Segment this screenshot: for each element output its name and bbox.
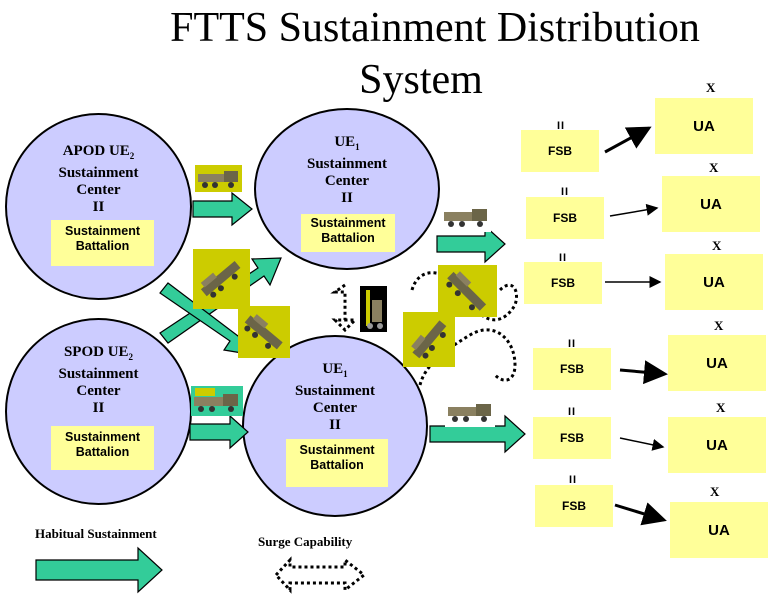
line-fsb5-ua5 (619, 437, 665, 451)
ua-box: UA (670, 502, 768, 558)
arrow-spod-to-ue1-bottom (189, 414, 249, 450)
ue1-top-line3: Center (324, 173, 370, 189)
ua-marker: X (716, 400, 726, 415)
fsb-box: FSB (535, 485, 613, 527)
legend-surge-arrow (273, 556, 367, 594)
line-fsb4-ua4 (619, 360, 668, 385)
ue1-top-line2: Sustainment (306, 156, 388, 172)
fsb-marker: II (568, 338, 577, 350)
ua-marker: X (712, 238, 722, 253)
fsb-box: FSB (524, 262, 602, 304)
ua-box: UA (668, 335, 766, 391)
ua-marker: X (709, 160, 719, 175)
fsb-marker: II (557, 120, 566, 132)
fsb-box: FSB (533, 348, 611, 390)
title-line-2: System (359, 57, 483, 103)
legend-habitual-label: Habitual Sustainment (35, 526, 157, 541)
apod-circle: APOD UE2 Sustainment Center II Sustainme… (5, 113, 192, 300)
apod-echelon: II (92, 199, 105, 215)
fsb-marker: II (561, 186, 570, 198)
fsb-box: FSB (526, 197, 604, 239)
line-fsb2-ua2 (609, 203, 659, 217)
spod-name: SPOD UE2 (63, 344, 134, 362)
spod-line3: Center (76, 383, 121, 399)
fsb-marker: II (569, 474, 578, 486)
ue1-bottom-line3: Center (312, 400, 358, 416)
heavy-transporter-icon (438, 265, 497, 317)
ua-box: UA (655, 98, 753, 154)
ue1-bottom-line2: Sustainment (294, 383, 376, 399)
apod-name: APOD UE2 (62, 143, 135, 161)
ua-marker: X (714, 318, 724, 333)
arrow-apod-to-ue1-top (192, 191, 253, 227)
truck-icon (195, 165, 242, 192)
ue1-bottom-echelon: II (329, 417, 341, 433)
apod-line3: Center (76, 182, 121, 198)
heavy-transporter-icon (403, 312, 455, 367)
truck-icon (445, 397, 495, 427)
truck-icon (441, 202, 491, 232)
ue1-bottom-name: UE1 (322, 361, 348, 379)
legend-habitual-arrow (35, 546, 163, 594)
spod-echelon: II (92, 400, 105, 416)
ua-box: UA (662, 176, 760, 232)
line-fsb6-ua6 (614, 502, 667, 526)
ua-marker: X (710, 484, 720, 499)
surge-loop-upper (410, 271, 518, 322)
fsb-box: FSB (521, 130, 599, 172)
spod-line2: Sustainment (58, 366, 139, 382)
ua-marker: X (706, 80, 716, 95)
legend-surge-label: Surge Capability (258, 534, 353, 549)
truck-icon (191, 386, 243, 416)
fsb-marker: II (559, 252, 568, 264)
apod-line2: Sustainment (58, 165, 139, 181)
heavy-transporter-icon (193, 249, 250, 309)
heavy-transporter-icon (238, 306, 290, 358)
forklift-icon (360, 286, 387, 332)
spod-circle: SPOD UE2 Sustainment Center II Sustainme… (5, 318, 192, 505)
ue1-top-echelon: II (341, 190, 353, 206)
ua-box: UA (668, 417, 766, 473)
fsb-marker: II (568, 406, 577, 418)
fsb-box: FSB (533, 417, 611, 459)
title-line-1: FTTS Sustainment Distribution (170, 5, 700, 51)
arrow-ue1-bottom-to-fsb (429, 414, 526, 454)
line-fsb1-ua1 (604, 126, 652, 154)
ua-box: UA (665, 254, 763, 310)
surge-arrow-vertical (330, 283, 359, 333)
ue1-top-name: UE1 (334, 134, 360, 152)
page-title: FTTS Sustainment Distribution System (115, 2, 755, 106)
arrow-ue1-top-to-fsb (436, 224, 506, 264)
